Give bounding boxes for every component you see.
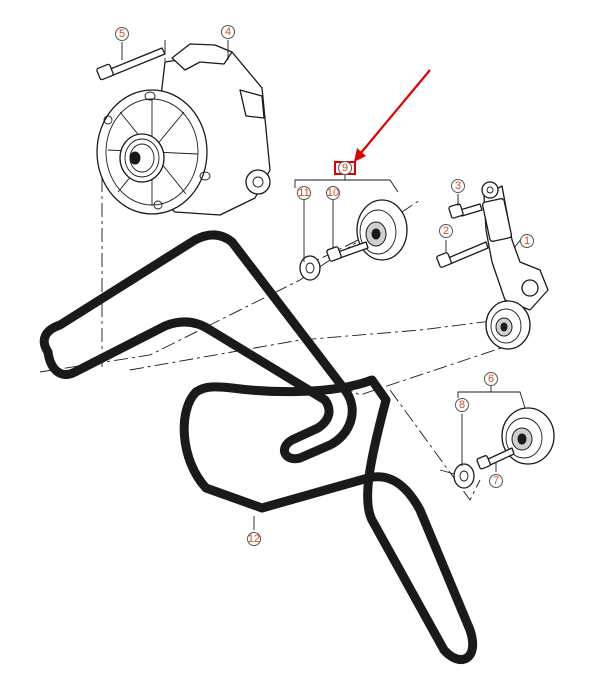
svg-text:5: 5 — [119, 28, 125, 40]
ribbed-belt — [39, 230, 478, 664]
callout-5[interactable]: 5 — [115, 27, 129, 41]
svg-text:1: 1 — [524, 235, 530, 247]
tensioner-bolt-lower — [436, 241, 489, 268]
callout-12[interactable]: 12 — [247, 532, 261, 546]
svg-text:9: 9 — [342, 162, 348, 174]
svg-text:7: 7 — [493, 475, 499, 487]
callout-11[interactable]: 11 — [297, 186, 311, 200]
callout-4[interactable]: 4 — [221, 25, 235, 39]
callout-1[interactable]: 1 — [520, 234, 534, 248]
svg-text:6: 6 — [488, 373, 494, 385]
svg-text:4: 4 — [225, 26, 231, 38]
idler-bolt-upper — [326, 241, 369, 262]
idler-pulley-lower — [501, 407, 555, 465]
assembly-lines — [39, 40, 511, 501]
svg-text:3: 3 — [455, 180, 461, 192]
svg-text:10: 10 — [327, 187, 339, 199]
callout-3[interactable]: 3 — [451, 179, 465, 193]
callout-7[interactable]: 7 — [489, 474, 503, 488]
washer-lower — [453, 463, 475, 489]
callout-9[interactable]: 9 — [338, 161, 352, 175]
callout-10[interactable]: 10 — [326, 186, 340, 200]
idler-pulley-upper — [356, 199, 408, 261]
tensioner-bolt-upper — [448, 203, 483, 219]
callout-6[interactable]: 6 — [484, 372, 498, 386]
svg-text:2: 2 — [443, 225, 449, 237]
callout-8[interactable]: 8 — [455, 398, 469, 412]
idler-bolt-lower — [476, 447, 515, 470]
belt-tensioner — [481, 181, 549, 350]
svg-text:11: 11 — [298, 187, 309, 199]
svg-text:12: 12 — [248, 533, 260, 545]
svg-text:8: 8 — [459, 399, 465, 411]
washer-upper — [299, 255, 321, 281]
arrow-icon — [354, 148, 366, 162]
highlight-pointer — [334, 69, 431, 175]
callout-2[interactable]: 2 — [439, 224, 453, 238]
alternator — [96, 43, 271, 216]
alternator-bolt — [96, 47, 166, 81]
